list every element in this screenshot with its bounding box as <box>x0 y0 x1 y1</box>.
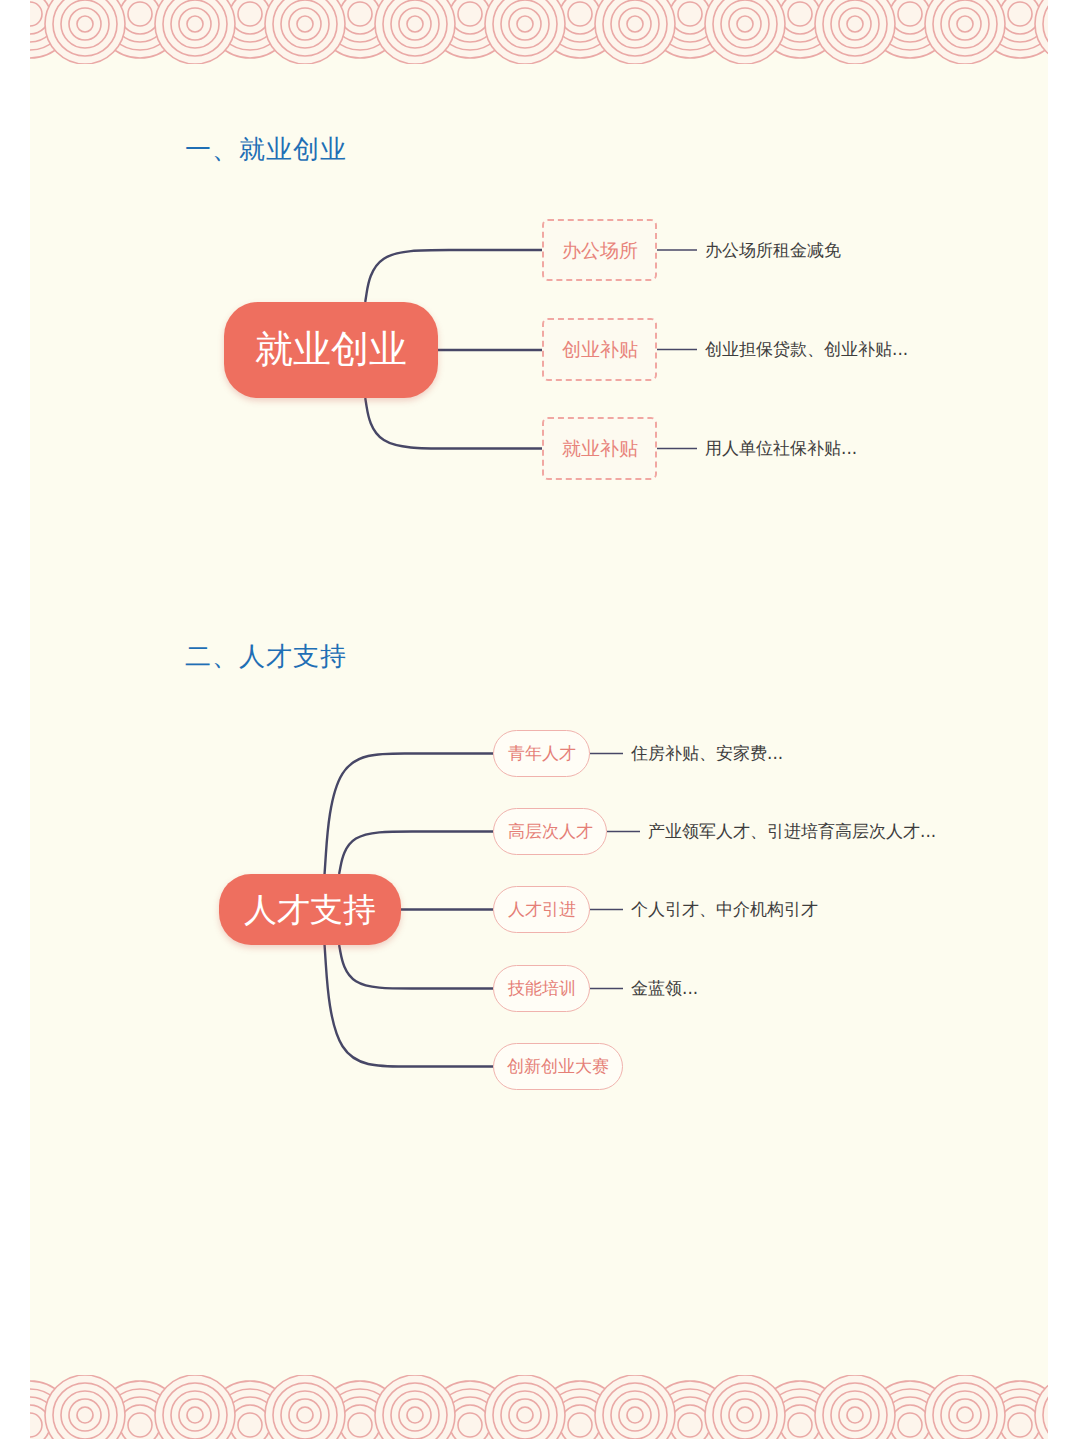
detail-text: 创业担保贷款、创业补贴... <box>705 339 908 359</box>
wave-border-bottom <box>30 1375 1048 1439</box>
branch-connector <box>438 349 542 351</box>
branch-connector <box>339 945 493 989</box>
branch-connector <box>401 908 493 910</box>
branch-connector <box>339 832 493 875</box>
node-text: 就业补贴 <box>562 437 638 460</box>
subtopic-pill: 人才引进 <box>493 886 590 933</box>
node-text: 技能培训 <box>508 978 576 998</box>
leader-line <box>657 349 697 351</box>
section-heading: 一、就业创业 <box>185 134 347 165</box>
branch-connector <box>365 250 542 302</box>
subtopic-box: 创业补贴 <box>542 318 657 381</box>
detail-text: 个人引才、中介机构引才 <box>631 899 818 919</box>
node-text: 人才支持 <box>244 890 376 930</box>
page-ground <box>30 0 1048 1439</box>
subtopic-pill: 技能培训 <box>493 965 590 1012</box>
leader-line <box>607 831 640 833</box>
detail-text: 金蓝领... <box>631 978 698 998</box>
branch-connector <box>325 945 493 1067</box>
node-text: 创业补贴 <box>562 338 638 361</box>
leader-line <box>657 448 697 450</box>
leader-line <box>590 909 623 911</box>
detail-text: 住房补贴、安家费... <box>631 743 783 763</box>
section-heading: 二、人才支持 <box>185 641 347 672</box>
wave-border-top <box>30 0 1048 64</box>
detail-text: 办公场所租金减免 <box>705 240 841 260</box>
leader-line <box>590 988 623 990</box>
node-text: 创新创业大赛 <box>507 1056 609 1076</box>
subtopic-box: 办公场所 <box>542 219 657 281</box>
detail-text: 产业领军人才、引进培育高层次人才... <box>648 821 936 841</box>
node-text: 青年人才 <box>508 743 576 763</box>
root-topic: 人才支持 <box>219 874 401 945</box>
root-topic: 就业创业 <box>224 302 438 398</box>
node-text: 就业创业 <box>255 327 407 373</box>
branch-connector <box>365 398 542 449</box>
subtopic-box: 就业补贴 <box>542 417 657 480</box>
subtopic-pill: 高层次人才 <box>493 808 607 855</box>
leader-line <box>657 249 697 251</box>
node-text: 高层次人才 <box>508 821 593 841</box>
node-text: 办公场所 <box>562 239 638 262</box>
detail-text: 用人单位社保补贴... <box>705 438 857 458</box>
leader-line <box>590 753 623 755</box>
node-text: 人才引进 <box>508 899 576 919</box>
subtopic-pill: 创新创业大赛 <box>493 1043 623 1090</box>
branch-connector <box>325 754 493 875</box>
subtopic-pill: 青年人才 <box>493 730 590 777</box>
